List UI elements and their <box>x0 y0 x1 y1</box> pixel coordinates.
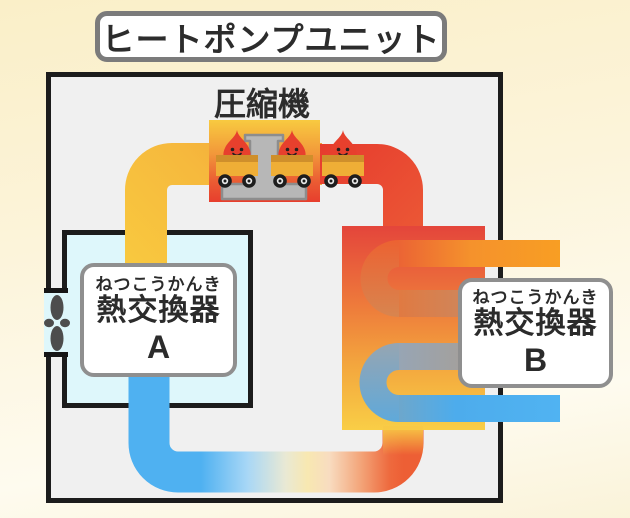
hx-b-unit: B <box>523 341 548 378</box>
page-title: ヒートポンプユニット <box>101 20 441 58</box>
pipe-b-outlet-fade <box>383 426 423 455</box>
compressor-label: 圧縮機 <box>213 86 310 122</box>
fan-icon <box>44 295 70 351</box>
hx-b-furigana: ねつこうかんき <box>472 287 599 307</box>
diagram-title-box: ヒートポンプユニット <box>95 11 447 62</box>
hot-water-out-pipe <box>399 240 560 267</box>
heat-exchanger-b-label: ねつこうかんき 熱交換器 B <box>458 278 613 388</box>
press-icon <box>220 133 308 201</box>
pipe-compressor-to-b <box>318 144 423 242</box>
cold-water-in-pipe <box>399 395 560 422</box>
hx-b-name: 熱交換器 <box>473 307 598 341</box>
hx-a-unit: A <box>146 328 171 365</box>
pipe-a-to-compressor <box>125 143 322 320</box>
hx-a-name: 熱交換器 <box>96 294 221 328</box>
hx-a-furigana: ねつこうかんき <box>95 274 222 294</box>
heat-exchanger-a-label: ねつこうかんき 熱交換器 A <box>80 263 237 377</box>
